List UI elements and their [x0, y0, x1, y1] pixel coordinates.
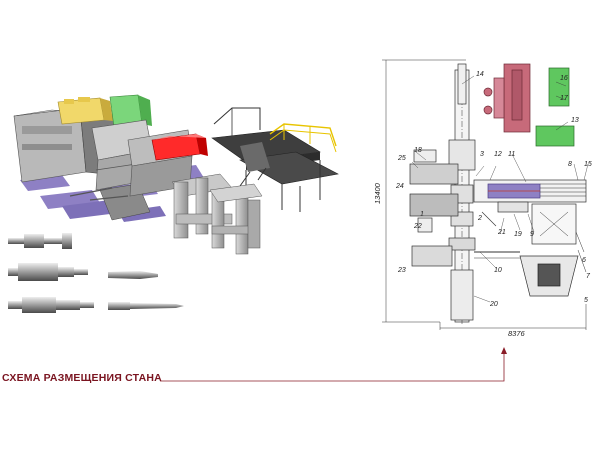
part-label-9: 9 — [530, 231, 534, 238]
green-motor — [109, 94, 152, 128]
part-label-15: 15 — [584, 161, 592, 168]
part-label-8: 8 — [568, 161, 572, 168]
mill-3d-rendering — [13, 94, 339, 255]
part-label-13: 13 — [571, 117, 579, 124]
dimension-width: 8376 — [508, 329, 526, 338]
shaft-3 — [108, 271, 158, 279]
part-label-6: 6 — [582, 257, 586, 264]
part-label-5: 5 — [584, 297, 588, 304]
part-label-19: 18 — [414, 147, 422, 154]
shaft-2 — [8, 263, 88, 281]
shaft-4 — [8, 297, 94, 313]
dimension-height: 13400 — [373, 182, 382, 204]
caption-callout-line — [160, 352, 505, 382]
part-labels: 16 17 13 14 25 18 24 23 1 22 3 12 11 8 1… — [395, 71, 592, 308]
leader-lines — [411, 75, 589, 303]
yellow-gearbox — [57, 97, 113, 125]
part-label-11: 12 — [494, 151, 502, 158]
layout-plan — [382, 59, 589, 330]
part-label-22: 22 — [413, 223, 422, 230]
part-label-12: 10 — [494, 267, 502, 274]
shaft-5 — [108, 302, 184, 310]
part-label-7: 7 — [586, 273, 591, 280]
part-label-16: 16 — [560, 75, 568, 82]
part-label-18: 19 — [514, 231, 522, 238]
platform — [211, 107, 339, 212]
red-unit — [151, 133, 208, 161]
part-label-2: 2 — [477, 215, 482, 222]
caption-callout-arrow — [501, 347, 507, 354]
part-label-14: 14 — [476, 71, 484, 78]
part-label-21: 20 — [489, 301, 498, 308]
part-label-3: 3 — [480, 151, 484, 158]
part-label-10: 11 — [508, 151, 515, 158]
part-label-17: 17 — [560, 95, 569, 102]
part-label-20: 21 — [497, 229, 506, 236]
part-label-1: 1 — [420, 211, 424, 218]
part-label-24: 24 — [395, 183, 404, 190]
shaft-samples — [8, 233, 184, 313]
frames — [171, 173, 263, 255]
figure-caption: СХЕМА РАЗМЕЩЕНИЯ СТАНА — [2, 372, 162, 384]
part-label-23: 23 — [397, 267, 406, 274]
shaft-1 — [8, 233, 72, 249]
part-label-25: 25 — [397, 155, 406, 162]
